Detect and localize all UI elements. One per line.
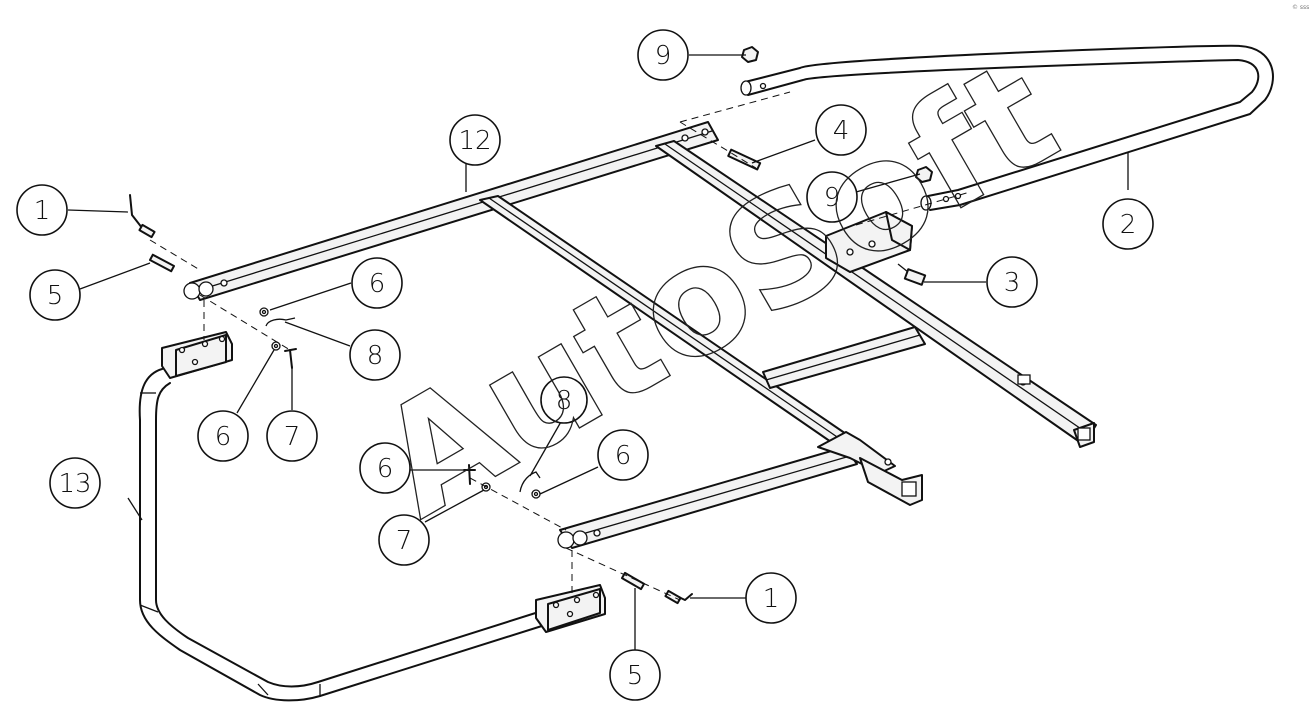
bracket-part-3: [825, 211, 927, 286]
leader-lines: [67, 54, 1129, 650]
callout-label: 6: [369, 269, 386, 299]
callout-label: 9: [655, 41, 672, 71]
callout-label: 3: [1004, 268, 1021, 298]
tube-part-13: [138, 331, 606, 702]
callout-circle: [609, 649, 661, 701]
tube-part-2: [740, 44, 1274, 211]
callout-circle: [449, 114, 501, 166]
rail-end-left: [183, 282, 201, 300]
callouts: 1 5 12 6 8 6 7 13 9 4 9 2 3 8 6 7 6: [16, 29, 1154, 701]
callout-label: 7: [396, 526, 413, 556]
callout-label: 4: [833, 116, 850, 146]
frame-part-12: [183, 121, 1097, 549]
callout-circle: [349, 329, 401, 381]
callout-circle: [378, 514, 430, 566]
lower-bar-end: [557, 531, 575, 549]
callout-label: 13: [58, 469, 91, 499]
callout-circle: [597, 429, 649, 481]
callout-circle: [745, 572, 797, 624]
callout-circle: [29, 269, 81, 321]
callout-label: 6: [377, 454, 394, 484]
callout-label: 8: [556, 386, 573, 416]
callout-circle: [986, 256, 1038, 308]
callout-label: 6: [215, 422, 232, 452]
callout-circle: [815, 104, 867, 156]
callout-circle: [266, 410, 318, 462]
watermark: AutoSoft: [351, 28, 1084, 552]
callout-circle: [197, 410, 249, 462]
callout-label: 6: [615, 441, 632, 471]
callout-circle: [540, 376, 588, 424]
callout-label: 5: [627, 661, 644, 691]
callout-label: 8: [367, 341, 384, 371]
callout-circle: [806, 171, 858, 223]
callout-circle: [1102, 198, 1154, 250]
callout-label: 12: [458, 126, 491, 156]
callout-circle: [49, 457, 101, 509]
tube-rail: [744, 44, 1274, 211]
frame-outer-rail: [655, 140, 1097, 446]
callout-circle: [16, 184, 68, 236]
callout-circle: [359, 442, 411, 494]
callout-label: 1: [763, 584, 780, 614]
callout-circle: [637, 29, 689, 81]
callout-label: 1: [34, 196, 51, 226]
callout-circle: [351, 257, 403, 309]
callout-label: 9: [824, 183, 841, 213]
u-tube: [138, 367, 546, 702]
callout-label: 7: [284, 422, 301, 452]
corner-mark: © sss: [1292, 4, 1309, 11]
callout-label: 2: [1120, 210, 1137, 240]
callout-label: 5: [47, 281, 64, 311]
hardware: [129, 46, 971, 605]
